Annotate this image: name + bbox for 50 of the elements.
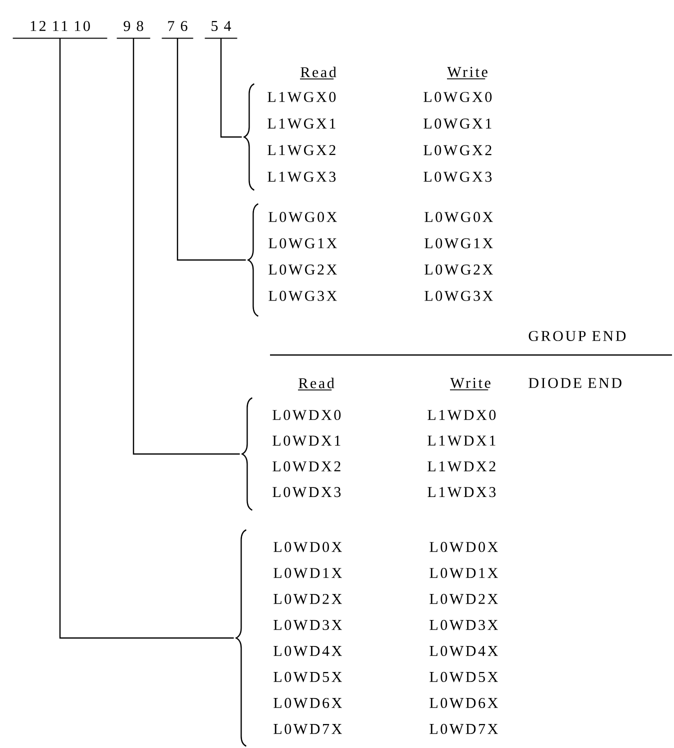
- signal-name: L1WGX3: [268, 172, 336, 182]
- signal-name: L0WD2X: [274, 594, 342, 604]
- connector-line: [132, 38, 240, 455]
- column-heading: Write: [450, 378, 490, 390]
- signal-name: L0WD5X: [274, 672, 342, 682]
- signal-name: DIODE END: [528, 378, 622, 388]
- signal-name: L0WGX3: [424, 172, 492, 182]
- signal-name: L0WD2X: [430, 594, 498, 604]
- signal-name: L0WGX2: [424, 145, 492, 156]
- signal-name: L0WDX2: [272, 461, 340, 472]
- signal-name: L1WDX0: [428, 410, 496, 420]
- signal-name: L0WD6X: [430, 698, 498, 708]
- bit-field: 5 4: [204, 21, 238, 39]
- signal-name: L0WDX1: [272, 436, 340, 446]
- curly-brace: [248, 203, 259, 317]
- signal-name: L0WG0X: [424, 212, 493, 222]
- signal-name: L1WDX1: [428, 436, 496, 446]
- bit-field: 7 6: [161, 20, 194, 39]
- signal-name: GROUP END: [528, 330, 626, 342]
- signal-name: L0WD6X: [274, 698, 342, 708]
- signal-name: L0WD7X: [274, 724, 342, 734]
- signal-name: L0WD1X: [430, 568, 498, 578]
- signal-name: L0WD3X: [430, 620, 498, 630]
- signal-name: L0WD0X: [430, 542, 498, 552]
- bit-field: 12 11 10: [12, 20, 108, 39]
- signal-name: L0WD3X: [274, 620, 342, 630]
- curly-brace: [242, 397, 253, 511]
- signal-name: L0WG2X: [424, 264, 493, 275]
- signal-name: L0WD0X: [274, 542, 342, 552]
- signal-name: L0WD7X: [430, 724, 498, 734]
- signal-name: L1WDX2: [428, 461, 496, 472]
- signal-name: L0WGX0: [424, 92, 492, 102]
- curly-brace: [244, 83, 255, 191]
- signal-name: L0WG3X: [424, 290, 493, 301]
- signal-name: L0WG0X: [268, 212, 337, 222]
- signal-name: L0WGX1: [424, 118, 492, 129]
- connector-line: [220, 38, 242, 138]
- curly-brace: [236, 529, 247, 747]
- signal-name: L0WD4X: [274, 646, 342, 656]
- connector-line: [176, 38, 246, 261]
- signal-name: L0WD5X: [430, 672, 498, 682]
- signal-name: L0WD4X: [430, 646, 498, 656]
- signal-name: L0WDX3: [272, 487, 341, 498]
- column-heading: Write: [446, 66, 488, 80]
- column-heading: Read: [298, 378, 334, 390]
- signal-name: L1WDX3: [428, 487, 496, 498]
- bit-field: 9 8: [116, 20, 151, 39]
- signal-name: L0WG1X: [424, 238, 493, 248]
- connector-line: [59, 38, 234, 639]
- column-heading: Read: [300, 66, 336, 80]
